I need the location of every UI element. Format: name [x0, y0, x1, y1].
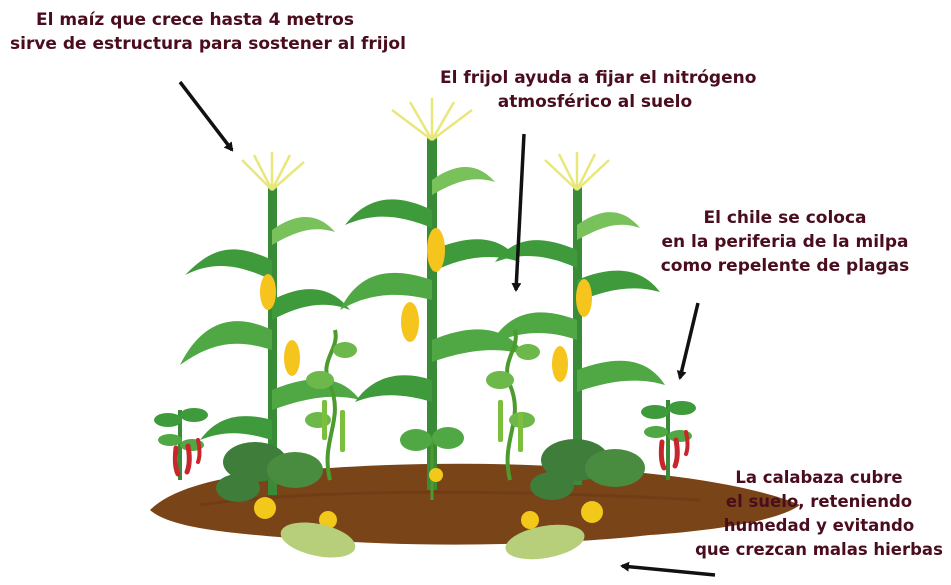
annotation-line: El chile se coloca — [703, 208, 867, 228]
bean-vine — [305, 329, 357, 481]
annotation-chile: El chile se coloca en la periferia de la… — [640, 206, 930, 278]
annotation-line: El maíz que crece hasta 4 metros — [36, 10, 354, 30]
annotation-bean: El frijol ayuda a fijar el nitrógeno atm… — [440, 66, 757, 114]
arrow-squash — [620, 561, 716, 577]
annotation-line: La calabaza cubre — [735, 468, 903, 487]
annotation-line: El frijol ayuda a fijar el nitrógeno — [440, 68, 757, 88]
annotation-line: humedad y evitando — [723, 516, 915, 535]
chile-plant — [154, 408, 208, 480]
annotation-line: como repelente de plagas — [660, 256, 910, 276]
annotation-line: sirve de estructura para sostener al fri… — [10, 34, 406, 54]
annotation-line: el suelo, reteniendo — [725, 492, 913, 511]
chile-plant — [641, 400, 696, 480]
maize-plant — [180, 152, 360, 495]
annotation-line: que crezcan malas hierbas — [695, 540, 943, 559]
maize-plant — [340, 98, 525, 490]
arrow-chile — [676, 302, 700, 380]
arrow-bean — [511, 133, 526, 292]
annotation-line: en la periferia de la milpa — [661, 232, 909, 252]
arrow-maize — [178, 80, 234, 152]
squash-plant — [216, 442, 356, 558]
annotation-line: atmosférico al suelo — [497, 92, 693, 112]
annotation-squash: La calabaza cubre el suelo, reteniendo h… — [690, 466, 948, 562]
bean-vine — [400, 427, 464, 500]
squash-plant — [505, 439, 645, 560]
maize-plant — [490, 152, 665, 485]
bean-vine — [486, 329, 540, 481]
annotation-maize: El maíz que crece hasta 4 metros sirve d… — [10, 8, 406, 56]
